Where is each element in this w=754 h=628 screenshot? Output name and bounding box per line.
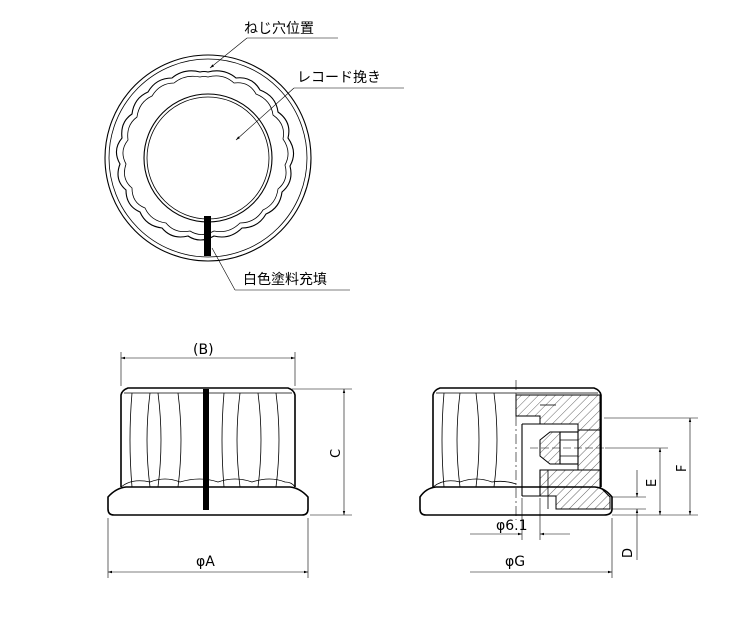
outer-rim [104,54,312,262]
section-body-outline [432,387,602,487]
scallop-bottom [120,478,296,488]
dim-f-label: F [675,465,690,472]
center-recess-inner [146,96,270,220]
scalloped-outline-inner [122,75,289,235]
center-recess [143,93,273,223]
section-view: F E D φ6.1 φG [419,380,698,578]
white-paint-line-front [203,389,209,510]
scalloped-outline [115,70,295,241]
section-hatch-mid [577,429,601,471]
section-hatch-top [515,394,601,431]
dim-e-label: E [645,479,660,487]
front-view: (B) C φA [107,342,352,578]
screw-hole-leader [209,37,248,69]
white-paint-leader [211,247,236,291]
knurl-grooves [129,392,280,488]
section-scallop [432,478,517,488]
section-hatch-bottom [539,469,611,510]
record-cut-label: レコード挽き [297,70,381,86]
dim-b-label: (B) [193,342,214,358]
white-paint-label: 白色塗料充填 [243,271,327,288]
white-paint-indicator [204,216,211,256]
screw-hole-label: ねじ穴位置 [244,21,314,37]
top-view: ねじ穴位置 レコード挽き 白色塗料充填 [104,21,404,291]
base-flange [107,486,309,516]
section-knurl-grooves [441,392,498,488]
dim-g-label: φG [505,554,525,570]
dim-d-label: D [621,548,636,558]
dim-a-label: φA [196,554,215,570]
dim-phi61-label: φ6.1 [496,518,528,534]
outer-rim-inner [108,58,308,258]
knob-body [120,387,296,487]
dim-c-label: C [329,449,344,458]
record-cut-leader [235,87,295,141]
